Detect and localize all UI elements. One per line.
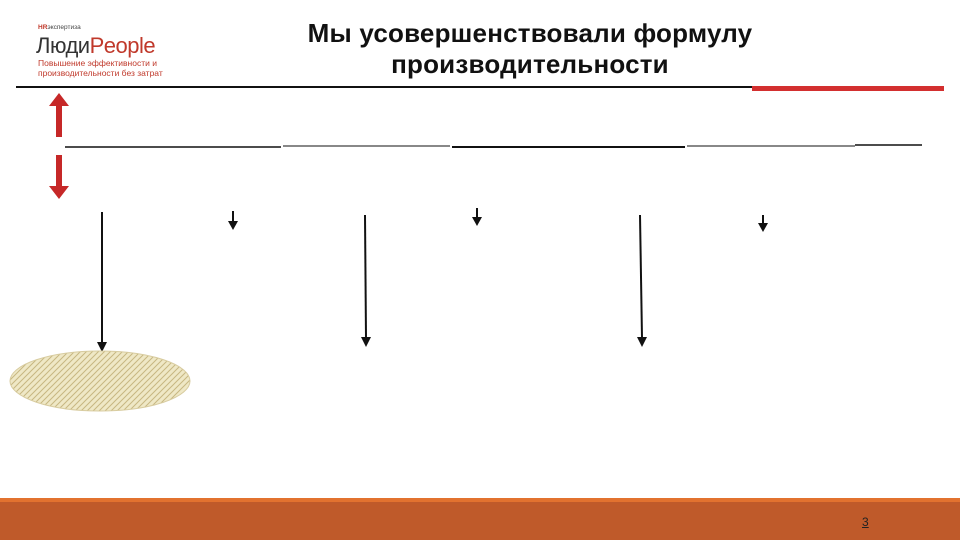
logo-wordmark: ЛюдиPeople: [36, 33, 156, 59]
short-down-arrow-3-icon: [758, 215, 768, 232]
highlight-ellipse: [9, 350, 191, 412]
long-down-arrow-1-icon: [97, 212, 107, 352]
logo-word-right: People: [89, 33, 156, 58]
header-divider: [16, 86, 752, 88]
logo-word-left: Люди: [36, 33, 90, 58]
footer-bar: [0, 498, 960, 540]
logo-tagline: Повышение эффективности и производительн…: [38, 58, 163, 78]
short-down-arrow-2-icon: [472, 208, 482, 226]
header-accent-line: [752, 86, 944, 91]
short-down-arrow-1-icon: [228, 211, 238, 230]
company-logo: HRэкспертиза ЛюдиPeople Повышение эффект…: [36, 20, 196, 80]
red-down-arrow-icon: [49, 155, 69, 199]
long-down-arrow-2-icon: [361, 214, 371, 347]
logo-subtitle: HRэкспертиза: [38, 24, 81, 31]
footer-accent-line: [0, 498, 960, 502]
red-up-arrow-icon: [49, 93, 69, 137]
logo-subtitle-prefix: HR: [38, 24, 48, 31]
page-number: 3: [862, 515, 869, 529]
slide-title: Мы усовершенствовали формулу производите…: [307, 18, 753, 79]
logo-subtitle-text: экспертиза: [47, 24, 81, 31]
long-down-arrow-3-icon: [637, 214, 647, 347]
